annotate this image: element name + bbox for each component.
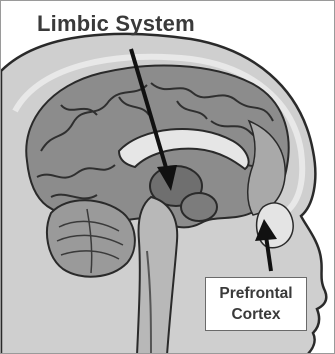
prefrontal-label-line1: Prefrontal bbox=[219, 283, 292, 304]
prefrontal-cortex-label: Prefrontal Cortex bbox=[205, 277, 307, 331]
prefrontal-label-line2: Cortex bbox=[231, 304, 280, 325]
limbic-system-label: Limbic System bbox=[37, 11, 195, 37]
limbic-structure bbox=[181, 193, 217, 221]
